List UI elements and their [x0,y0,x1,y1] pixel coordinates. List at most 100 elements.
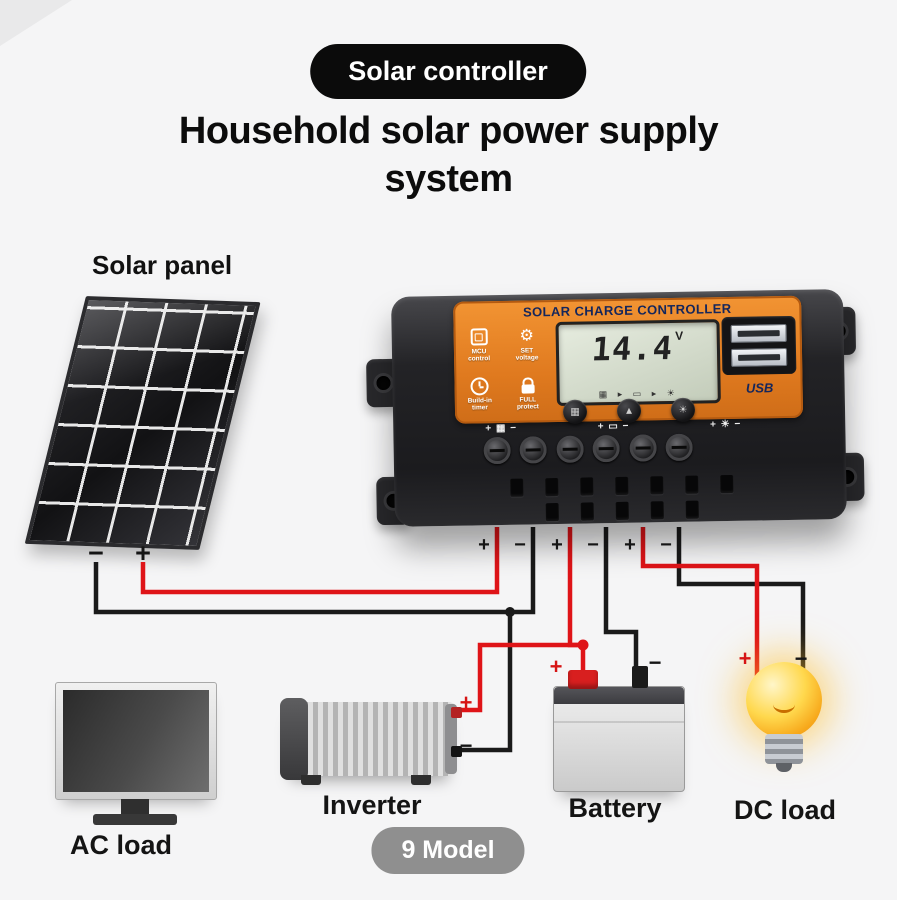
battery-negative-post [632,666,648,688]
feature-label: MCU control [468,348,491,363]
monitor-base [93,814,177,825]
usb-port-block [721,315,797,376]
usb-label: USB [745,380,774,396]
vent-slot [685,500,699,519]
top-badge: Solar controller [310,44,586,99]
lcd-readout: 14.4V [559,328,718,369]
monitor-screen [63,690,209,792]
wire-pv-negative [93,527,536,615]
panel-plus-sign: + [135,538,151,568]
top-badge-label: Solar controller [348,56,548,86]
wire-junction-black [505,607,515,617]
bulb-screw-base [765,734,803,764]
terminal-mark-battery: + ▭ − [597,420,630,433]
wire-battery-negative [603,527,639,674]
vent-slot [614,476,628,496]
dc-load-label: DC load [733,795,837,825]
feature-full-protect: FULL protect [504,372,551,420]
wire-load-negative [676,527,806,676]
panel-minus-sign: − [88,538,104,568]
battery-positive-post [568,670,598,689]
vent-slot [509,478,523,497]
vent-slot [684,475,698,494]
lcd-voltage-unit: V [675,328,684,343]
vent-slot [580,502,594,521]
button-solar: ▦ [562,399,588,424]
controller-wire-sign: − [660,534,672,556]
controller-wire-sign: + [624,534,636,556]
feature-build-in-timer: Build-in timer [456,373,503,421]
wire-load-positive [640,527,760,676]
bulb-tip [776,763,792,772]
inverter-label: Inverter [322,790,422,820]
terminal-screw [628,434,657,462]
button-set: ▲ [616,398,642,423]
lcd-display: 14.4V ▦ ▸ ▭ ▸ ☀ [555,319,721,407]
button-load: ☀ [670,397,696,423]
usb-port [730,347,788,367]
button-glyph: ▲ [623,405,635,417]
title-line-2: system [384,158,513,200]
gear-icon: ⚙ [519,326,535,345]
button-glyph: ▦ [570,406,580,418]
wire-inverter-negative [452,612,513,753]
dc-load-bulb [744,662,828,796]
vent-slots [506,474,737,522]
feature-icons: MCU control ⚙ SET voltage Build-in timer… [455,323,553,421]
controller-body: SOLAR CHARGE CONTROLLER MCU control ⚙ SE… [390,289,847,527]
terminal-block [483,433,693,465]
inverter-device [280,698,462,785]
charge-controller: SOLAR CHARGE CONTROLLER MCU control ⚙ SE… [363,281,867,540]
feature-mcu-control: MCU control [455,324,502,372]
solar-panel-label: Solar panel [92,250,233,280]
wire-pv-positive [140,527,500,595]
ac-load-monitor [55,682,217,800]
chip-icon [470,327,488,346]
wire-junction-red [577,639,589,651]
mount-hole [376,375,391,391]
wire-battery-positive [567,527,586,684]
vent-slot [615,501,629,521]
inverter-foot [301,775,321,785]
battery-seam [554,721,684,723]
usb-port [730,323,787,343]
controller-wire-sign: − [587,534,599,556]
model-badge: 9 Model [371,827,525,874]
title-line-1: Household solar power supply [178,110,719,152]
photo-corner-artifact [0,0,72,46]
controller-wire-sign: + [478,534,490,556]
feature-set-voltage: ⚙ SET voltage [503,323,550,371]
model-badge-label: 9 Model [401,836,495,864]
vent-slot [544,478,558,497]
lcd-voltage-value: 14.4 [591,328,675,369]
battery-label: Battery [568,793,662,823]
battery-minus-sign: − [648,650,662,675]
controller-wire-sign: + [551,534,563,556]
dc-load-plus-sign: + [738,646,752,671]
feature-label: FULL protect [516,396,540,411]
vent-slot [650,501,664,520]
ac-load-label: AC load [69,830,173,860]
terminal-screw [556,435,584,464]
vent-slot [719,474,733,494]
vent-slot [579,477,593,496]
lock-icon [521,375,535,394]
vent-slot [545,503,559,522]
terminal-screw [665,433,693,462]
battery-top [554,687,684,704]
battery-plus-sign: + [549,654,563,679]
vent-slot [649,476,663,495]
dc-load-minus-sign: − [794,646,808,671]
inverter-negative-post [451,746,462,757]
inverter-minus-sign: − [459,733,473,758]
battery-device [553,666,685,792]
controller-faceplate: SOLAR CHARGE CONTROLLER MCU control ⚙ SE… [453,295,804,424]
inverter-plus-sign: + [459,690,473,715]
wire-inverter-positive [452,642,583,713]
inverter-foot [411,775,431,785]
inverter-positive-post [451,707,462,718]
feature-label: Build-in timer [467,397,492,412]
terminal-screw [519,436,548,464]
